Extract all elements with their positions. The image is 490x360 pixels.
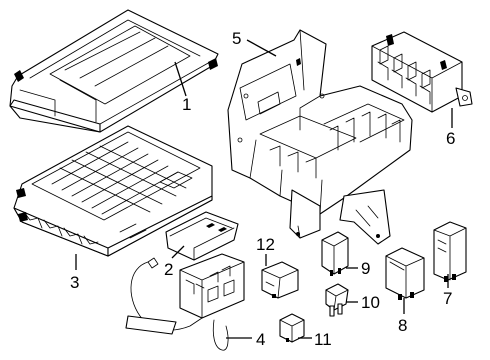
callout-1: 1 — [182, 95, 191, 114]
callout-11: 11 — [314, 330, 332, 349]
leader-5 — [246, 39, 277, 57]
part-3-fuse-relay-box — [13, 125, 213, 257]
part-8-maxi-fuse — [385, 247, 425, 300]
leader-lines — [75, 39, 453, 339]
callout-8: 8 — [398, 316, 407, 335]
part-5-mounting-bracket — [227, 29, 413, 245]
callout-5: 5 — [232, 29, 241, 48]
part-12-relay — [261, 261, 299, 299]
part-4-connector-harness — [125, 253, 245, 351]
part-1-fuse-box-cover — [9, 9, 219, 133]
part-2-relay-module — [165, 211, 239, 261]
part-10-blade-fuse — [325, 283, 349, 317]
part-9-mini-relay — [321, 231, 349, 276]
callout-4: 4 — [256, 330, 265, 349]
callout-labels: 1 2 3 4 5 6 7 8 9 10 11 12 — [70, 29, 455, 349]
part-11-micro-relay — [279, 313, 305, 343]
callout-12: 12 — [256, 235, 275, 254]
callout-9: 9 — [361, 259, 370, 278]
callout-3: 3 — [70, 273, 79, 292]
part-6-fuse-block — [371, 31, 473, 113]
callout-2: 2 — [164, 260, 173, 279]
callout-7: 7 — [443, 289, 452, 308]
callout-10: 10 — [361, 293, 380, 312]
leader-1 — [174, 61, 187, 97]
callout-6: 6 — [446, 129, 455, 148]
part-7-cartridge-fuse — [433, 221, 467, 282]
leader-2 — [171, 245, 185, 259]
